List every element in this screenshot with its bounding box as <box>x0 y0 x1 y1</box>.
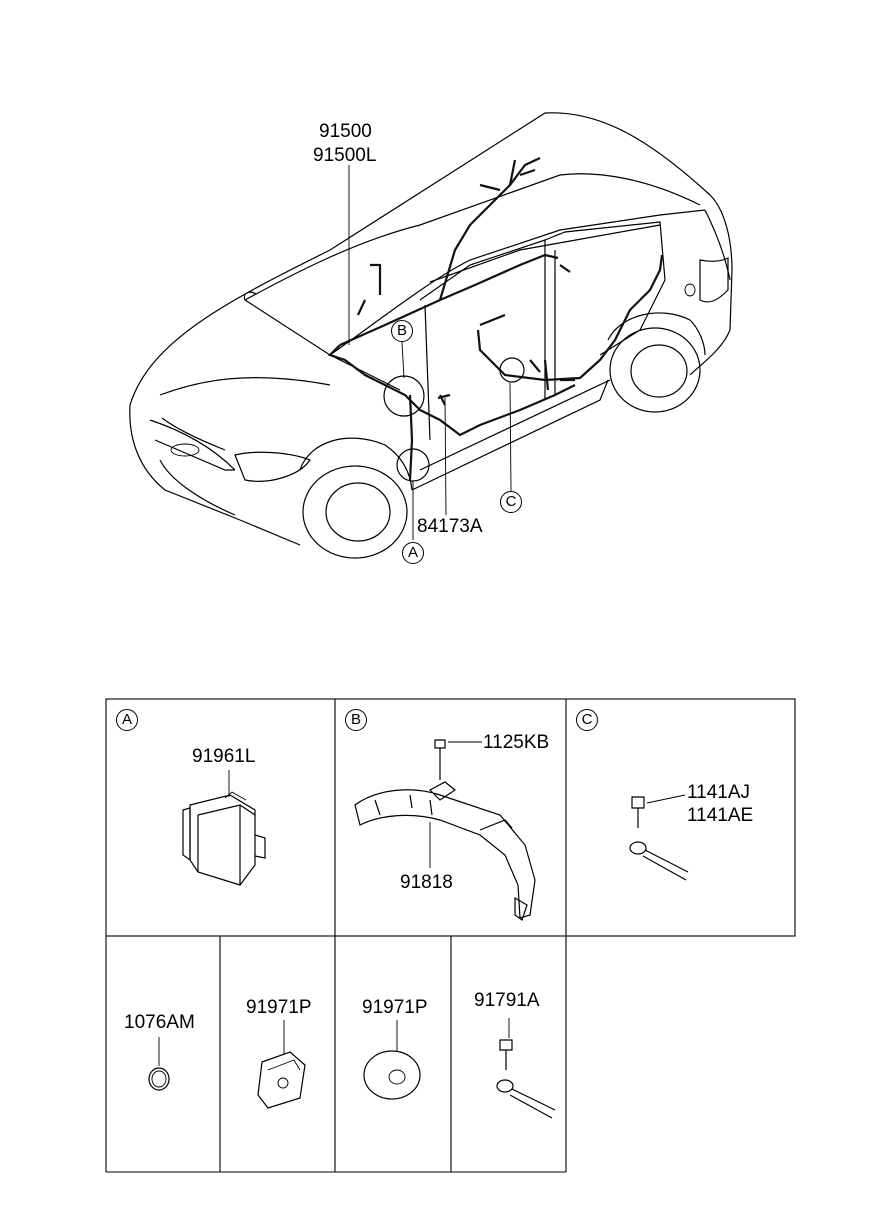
callout-c: C <box>500 491 522 513</box>
ground-cable-drawing <box>496 1018 556 1119</box>
panel-c-tag: C <box>576 709 598 731</box>
panel-b-tag: B <box>345 709 367 731</box>
label-91971p-1: 91971P <box>246 997 312 1018</box>
callout-a: A <box>402 542 424 564</box>
label-91500: 91500 <box>319 121 372 142</box>
parts-grid <box>105 698 796 1173</box>
label-91961l: 91961L <box>192 746 256 767</box>
relay-box-drawing <box>182 770 266 886</box>
label-1076am: 1076AM <box>124 1012 195 1033</box>
car-body <box>129 112 733 559</box>
wiring-harness <box>327 157 664 481</box>
label-1141ae: 1141AE <box>687 805 754 826</box>
grommet-2-drawing <box>363 1020 421 1100</box>
label-91791a: 91791A <box>474 990 540 1011</box>
label-91818: 91818 <box>400 872 453 893</box>
ring-drawing <box>148 1067 170 1091</box>
callout-b: B <box>391 320 413 342</box>
label-1141aj: 1141AJ <box>687 782 751 803</box>
label-91971p-2: 91971P <box>362 997 428 1018</box>
label-84173a: 84173A <box>417 516 483 537</box>
panel-a-tag: A <box>116 709 138 731</box>
bolt-terminal-drawing <box>629 794 689 881</box>
label-91500l: 91500L <box>313 145 377 166</box>
protector-drawing <box>354 739 536 921</box>
grommet-1-drawing <box>257 1020 306 1109</box>
label-1125kb: 1125KB <box>483 732 550 753</box>
